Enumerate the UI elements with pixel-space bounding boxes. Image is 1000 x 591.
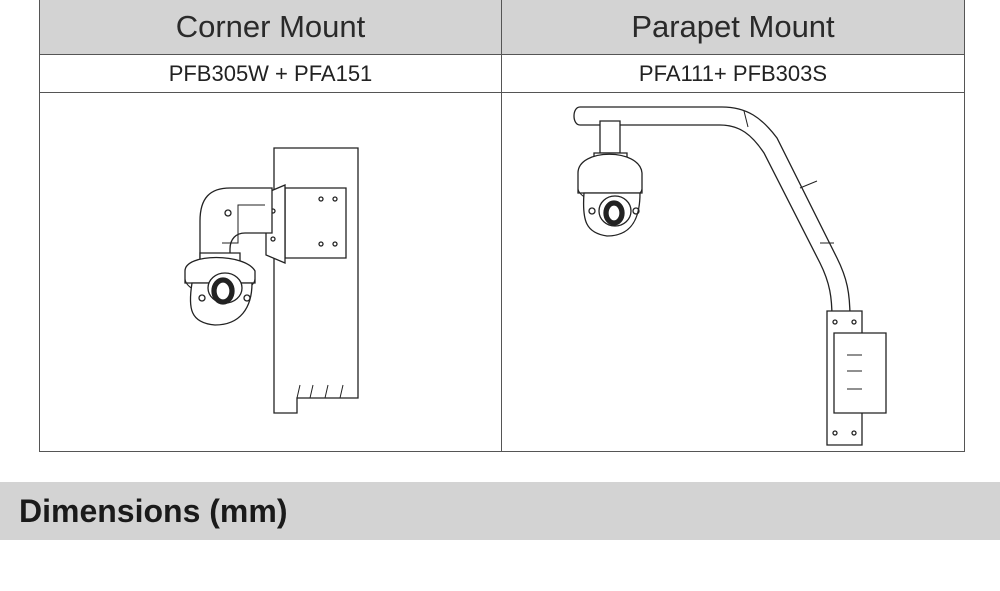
mount-table: Corner Mount PFB305W + PFA151 [39,0,965,452]
parapet-mount-column: Parapet Mount PFA111+ PFB303S [502,0,964,451]
dimensions-section-header: Dimensions (mm) [0,482,1000,540]
parapet-mount-header: Parapet Mount [502,0,964,55]
corner-mount-header: Corner Mount [40,0,501,55]
corner-mount-illustration [40,93,501,451]
dimensions-section-title: Dimensions (mm) [19,492,288,529]
parapet-mount-model: PFA111+ PFB303S [502,55,964,93]
corner-mount-column: Corner Mount PFB305W + PFA151 [40,0,502,451]
parapet-mount-illustration [502,93,964,451]
corner-mount-model: PFB305W + PFA151 [40,55,501,93]
